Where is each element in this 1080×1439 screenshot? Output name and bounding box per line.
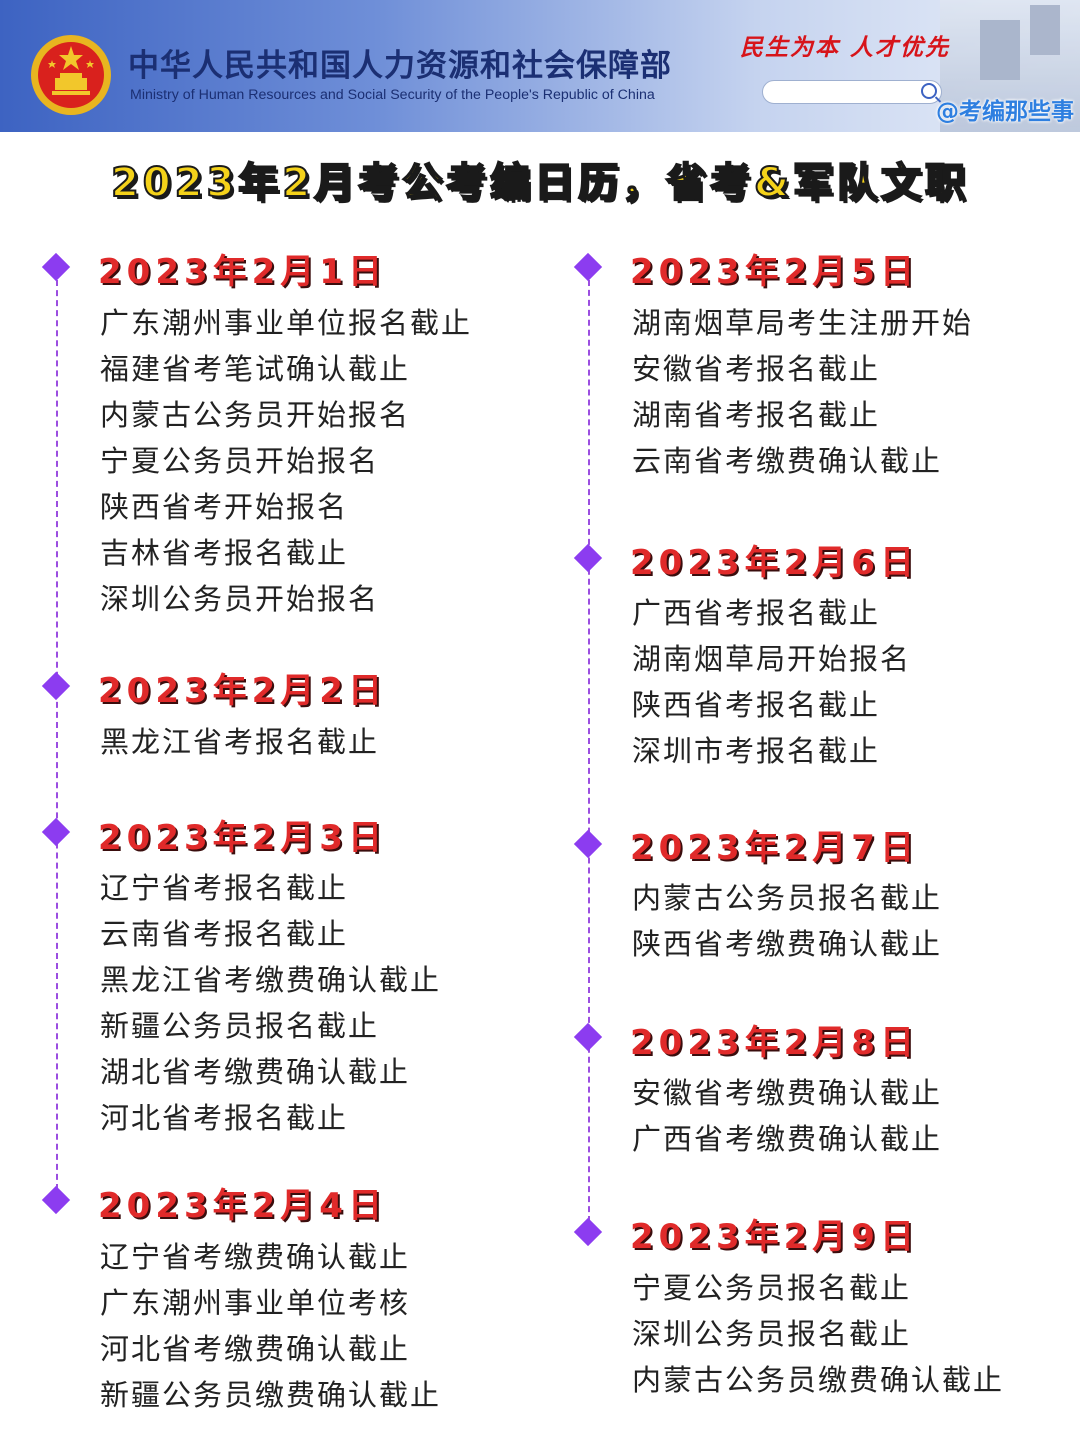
event-item: 河北省考缴费确认截止 <box>100 1332 411 1366</box>
event-item: 河北省考报名截止 <box>100 1101 349 1135</box>
watermark: @考编那些事 <box>936 99 1074 125</box>
event-item: 安徽省考报名截止 <box>632 352 881 386</box>
timeline-marker <box>41 817 71 847</box>
timeline-marker <box>573 543 603 573</box>
date-heading: 2023年2月6日 <box>630 543 919 583</box>
timeline-marker <box>41 1185 71 1215</box>
event-item: 新疆公务员报名截止 <box>100 1009 380 1043</box>
page-title: 2023年2月考公考编日历，省考&军队文职 <box>110 159 970 207</box>
event-item: 湖北省考缴费确认截止 <box>100 1055 411 1089</box>
event-item: 深圳市考报名截止 <box>632 734 881 768</box>
event-item: 宁夏公务员开始报名 <box>100 444 380 478</box>
event-item: 福建省考笔试确认截止 <box>100 352 411 386</box>
date-heading: 2023年2月1日 <box>98 252 387 292</box>
event-item: 广西省考缴费确认截止 <box>632 1122 943 1156</box>
event-item: 陕西省考开始报名 <box>100 490 349 524</box>
event-item: 深圳公务员开始报名 <box>100 582 380 616</box>
event-list: 宁夏公务员报名截止 深圳公务员报名截止 内蒙古公务员缴费确认截止 <box>632 1265 1004 1403</box>
event-list: 湖南烟草局考生注册开始 安徽省考报名截止 湖南省考报名截止 云南省考缴费确认截止 <box>632 300 973 484</box>
ministry-name-chinese: 中华人民共和国人力资源和社会保障部 <box>128 48 672 84</box>
event-item: 云南省考报名截止 <box>100 917 349 951</box>
ministry-name-english: Ministry of Human Resources and Social S… <box>130 87 655 103</box>
timeline-marker <box>573 829 603 859</box>
timeline-marker <box>41 252 71 282</box>
timeline-line-left <box>56 270 58 1200</box>
timeline-marker <box>41 671 71 701</box>
event-item: 宁夏公务员报名截止 <box>632 1271 912 1305</box>
event-item: 陕西省考缴费确认截止 <box>632 927 943 961</box>
event-item: 安徽省考缴费确认截止 <box>632 1076 943 1110</box>
date-heading: 2023年2月3日 <box>98 818 387 858</box>
date-heading: 2023年2月9日 <box>630 1217 919 1257</box>
timeline-marker <box>573 1022 603 1052</box>
event-list: 广东潮州事业单位报名截止 福建省考笔试确认截止 内蒙古公务员开始报名 宁夏公务员… <box>100 300 472 622</box>
event-item: 内蒙古公务员报名截止 <box>632 881 943 915</box>
date-heading: 2023年2月2日 <box>98 671 387 711</box>
event-item: 湖南烟草局开始报名 <box>632 642 912 676</box>
search-input[interactable] <box>762 80 942 104</box>
date-heading: 2023年2月7日 <box>630 828 919 868</box>
event-list: 黑龙江省考报名截止 <box>100 719 379 765</box>
slogan: 民生为本 人才优先 <box>740 34 951 61</box>
event-list: 辽宁省考报名截止 云南省考报名截止 黑龙江省考缴费确认截止 新疆公务员报名截止 … <box>100 865 441 1141</box>
header-banner: 中华人民共和国人力资源和社会保障部 Ministry of Human Reso… <box>0 0 1080 132</box>
event-item: 黑龙江省考缴费确认截止 <box>100 963 442 997</box>
event-item: 湖南烟草局考生注册开始 <box>632 306 974 340</box>
event-item: 广东潮州事业单位考核 <box>100 1286 411 1320</box>
event-item: 辽宁省考缴费确认截止 <box>100 1240 411 1274</box>
event-item: 湖南省考报名截止 <box>632 398 881 432</box>
timeline-marker <box>573 1217 603 1247</box>
date-heading: 2023年2月4日 <box>98 1186 387 1226</box>
great-wall-image <box>940 0 1080 132</box>
timeline-marker <box>573 252 603 282</box>
national-emblem-icon <box>31 35 111 115</box>
search-icon[interactable] <box>921 83 937 99</box>
event-list: 内蒙古公务员报名截止 陕西省考缴费确认截止 <box>632 875 942 967</box>
event-item: 辽宁省考报名截止 <box>100 871 349 905</box>
event-item: 内蒙古公务员开始报名 <box>100 398 411 432</box>
event-item: 广西省考报名截止 <box>632 596 881 630</box>
event-item: 内蒙古公务员缴费确认截止 <box>632 1363 1005 1397</box>
event-list: 辽宁省考缴费确认截止 广东潮州事业单位考核 河北省考缴费确认截止 新疆公务员缴费… <box>100 1234 441 1418</box>
event-item: 深圳公务员报名截止 <box>632 1317 912 1351</box>
event-item: 吉林省考报名截止 <box>100 536 349 570</box>
event-item: 陕西省考报名截止 <box>632 688 881 722</box>
event-list: 安徽省考缴费确认截止 广西省考缴费确认截止 <box>632 1070 942 1162</box>
date-heading: 2023年2月5日 <box>630 252 919 292</box>
timeline-line-right <box>588 270 590 1232</box>
date-heading: 2023年2月8日 <box>630 1023 919 1063</box>
event-item: 黑龙江省考报名截止 <box>100 725 380 759</box>
event-item: 新疆公务员缴费确认截止 <box>100 1378 442 1412</box>
event-item: 云南省考缴费确认截止 <box>632 444 943 478</box>
event-item: 广东潮州事业单位报名截止 <box>100 306 473 340</box>
event-list: 广西省考报名截止 湖南烟草局开始报名 陕西省考报名截止 深圳市考报名截止 <box>632 590 911 774</box>
